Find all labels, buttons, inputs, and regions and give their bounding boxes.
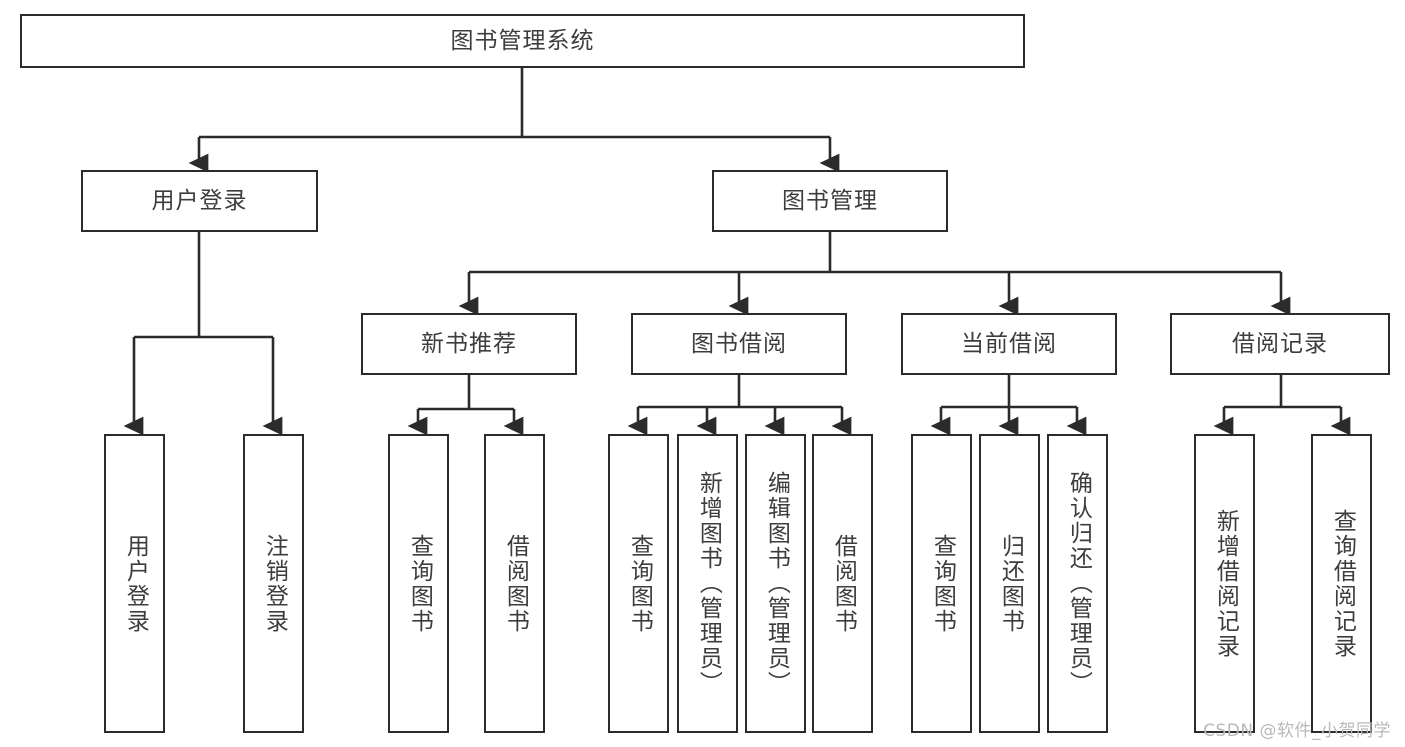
leaf-query-book-recommend-label: 查询图书 [406, 533, 433, 634]
leaf-confirm-return-admin-label: 确认归还（管理员） [1065, 471, 1092, 696]
leaf-user-login[interactable]: 用户登录 [104, 434, 165, 733]
leaf-query-book-borrow-label: 查询图书 [626, 533, 653, 634]
leaf-borrow-book-recommend[interactable]: 借阅图书 [484, 434, 545, 733]
node-root-system[interactable]: 图书管理系统 [20, 14, 1025, 68]
leaf-query-borrow-record-label: 查询借阅记录 [1329, 508, 1356, 659]
node-current-borrow-label: 当前借阅 [961, 330, 1057, 357]
leaf-borrow-book-borrow-label: 借阅图书 [830, 533, 857, 634]
node-new-book-recommend-label: 新书推荐 [421, 330, 517, 357]
leaf-query-book-borrow[interactable]: 查询图书 [608, 434, 669, 733]
node-user-login[interactable]: 用户登录 [81, 170, 318, 232]
node-book-manage-label: 图书管理 [782, 187, 878, 214]
node-borrow-record-label: 借阅记录 [1232, 330, 1328, 357]
leaf-query-book-current-label: 查询图书 [929, 533, 956, 634]
leaf-confirm-return-admin[interactable]: 确认归还（管理员） [1047, 434, 1108, 733]
leaf-borrow-book-borrow[interactable]: 借阅图书 [812, 434, 873, 733]
leaf-add-borrow-record[interactable]: 新增借阅记录 [1194, 434, 1255, 733]
leaf-query-book-recommend[interactable]: 查询图书 [388, 434, 449, 733]
leaf-add-borrow-record-label: 新增借阅记录 [1212, 508, 1239, 659]
node-new-book-recommend[interactable]: 新书推荐 [361, 313, 577, 375]
node-user-login-label: 用户登录 [151, 187, 248, 214]
node-book-borrow[interactable]: 图书借阅 [631, 313, 847, 375]
node-borrow-record[interactable]: 借阅记录 [1170, 313, 1390, 375]
leaf-return-book-label: 归还图书 [997, 533, 1024, 634]
leaf-query-book-current[interactable]: 查询图书 [911, 434, 972, 733]
leaf-logout-login[interactable]: 注销登录 [243, 434, 304, 733]
leaf-query-borrow-record[interactable]: 查询借阅记录 [1311, 434, 1372, 733]
leaf-edit-book-admin[interactable]: 编辑图书（管理员） [745, 434, 806, 733]
leaf-user-login-label: 用户登录 [122, 533, 149, 634]
node-book-manage[interactable]: 图书管理 [712, 170, 948, 232]
leaf-logout-login-label: 注销登录 [261, 533, 288, 634]
leaf-add-book-admin[interactable]: 新增图书（管理员） [677, 434, 738, 733]
leaf-return-book[interactable]: 归还图书 [979, 434, 1040, 733]
leaf-add-book-admin-label: 新增图书（管理员） [695, 471, 722, 696]
leaf-edit-book-admin-label: 编辑图书（管理员） [763, 471, 790, 696]
node-root-system-label: 图书管理系统 [450, 27, 595, 54]
node-current-borrow[interactable]: 当前借阅 [901, 313, 1117, 375]
leaf-borrow-book-recommend-label: 借阅图书 [502, 533, 529, 634]
node-book-borrow-label: 图书借阅 [691, 330, 787, 357]
csdn-watermark: CSDN @软件_小贺同学 [1203, 721, 1391, 741]
